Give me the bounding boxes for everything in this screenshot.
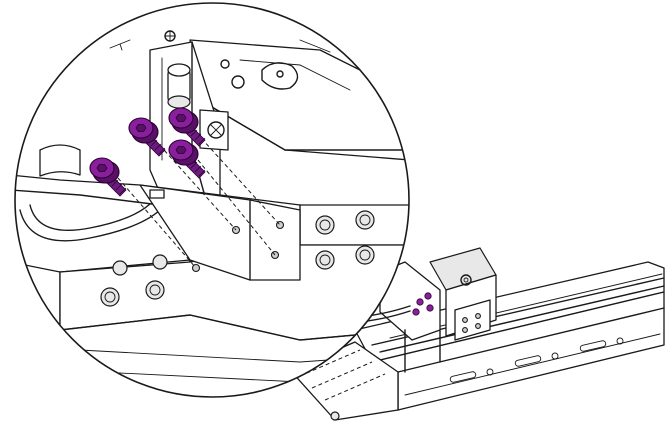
mounting-screw bbox=[89, 157, 127, 197]
frame-cutout bbox=[261, 62, 299, 90]
small-screw bbox=[412, 308, 420, 316]
base-screw-bottom bbox=[330, 411, 340, 421]
cross-screw bbox=[207, 121, 225, 139]
alignment-lines bbox=[117, 127, 281, 269]
small-screws bbox=[412, 292, 434, 316]
knockouts bbox=[100, 210, 375, 307]
mounting-screw bbox=[168, 107, 206, 147]
tray-slots bbox=[449, 337, 624, 383]
detail-magnifier bbox=[14, 2, 410, 398]
pin bbox=[149, 189, 165, 199]
magnifier-border bbox=[14, 2, 410, 398]
mounting-screw bbox=[128, 117, 166, 157]
frame-hole bbox=[231, 75, 245, 89]
screw-group bbox=[89, 107, 206, 197]
clip-top bbox=[39, 144, 81, 177]
mounting-screw bbox=[168, 139, 206, 179]
small-screw bbox=[426, 304, 434, 312]
small-screw bbox=[416, 298, 424, 306]
small-screw bbox=[424, 292, 432, 300]
